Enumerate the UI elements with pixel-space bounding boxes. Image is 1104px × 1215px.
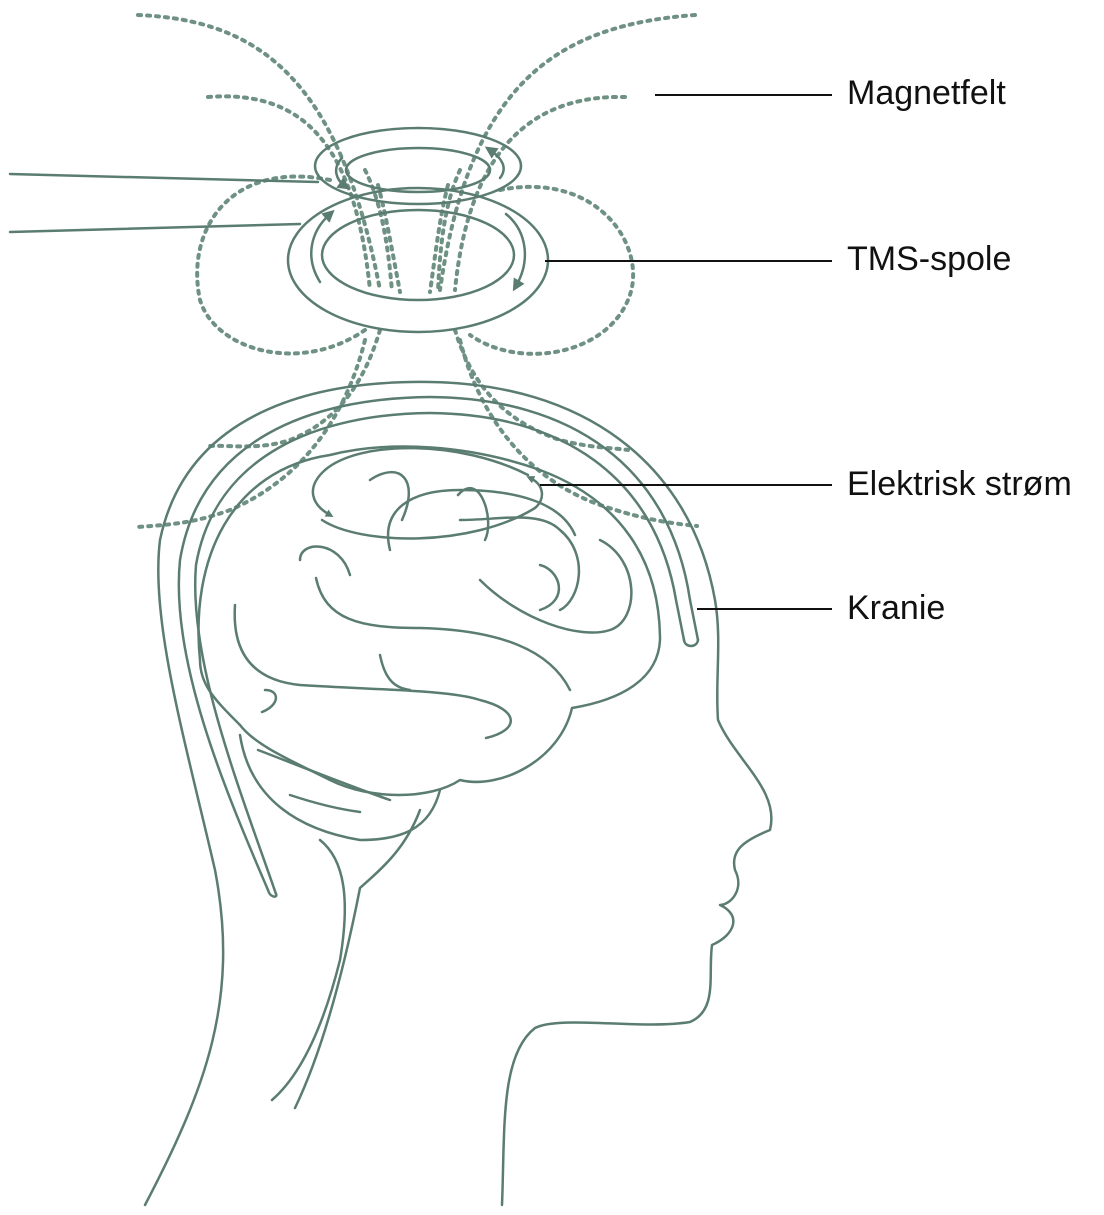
leader-lines — [540, 94, 832, 610]
brain — [197, 445, 662, 1110]
label-magnetic-field: Magnetfelt — [847, 74, 1006, 112]
skull — [143, 380, 773, 1207]
label-tms-coil: TMS-spole — [847, 240, 1011, 278]
tms-coil — [8, 126, 550, 334]
labels: Magnetfelt TMS-spole Elektrisk strøm Kra… — [847, 74, 1072, 627]
label-skull: Kranie — [847, 589, 945, 627]
label-electric-current: Elektrisk strøm — [847, 465, 1072, 503]
magnetic-field-lines — [136, 13, 699, 529]
electric-current-arrow — [311, 446, 544, 540]
